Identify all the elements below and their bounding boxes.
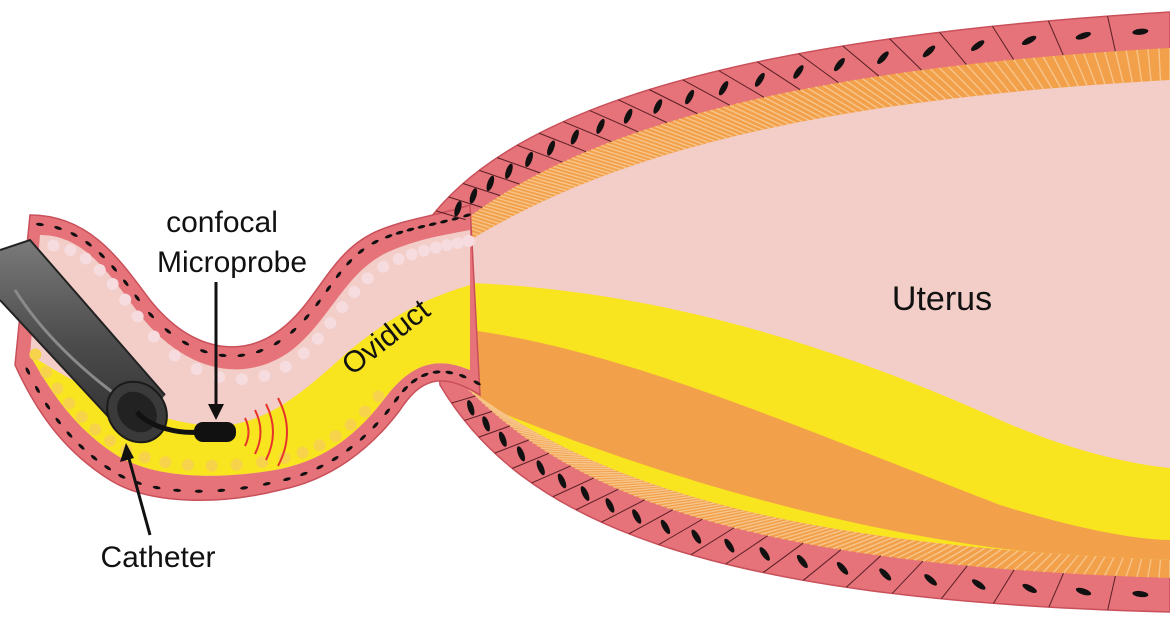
fold xyxy=(29,348,41,360)
fold xyxy=(231,459,243,471)
fold xyxy=(182,459,194,471)
fold xyxy=(330,430,342,442)
fold xyxy=(298,347,310,359)
fold xyxy=(132,310,144,322)
fold xyxy=(63,397,75,409)
label-microprobe: Microprobe xyxy=(157,246,307,279)
fold xyxy=(280,361,292,373)
fold xyxy=(345,419,357,431)
fold xyxy=(372,390,384,402)
fold xyxy=(441,239,453,251)
fold xyxy=(169,350,181,362)
fold xyxy=(348,286,360,298)
fold xyxy=(312,333,324,345)
fold xyxy=(336,301,348,313)
fold xyxy=(393,253,405,265)
label-catheter: Catheter xyxy=(100,541,215,574)
fold xyxy=(297,447,309,459)
fold xyxy=(377,261,389,273)
fold xyxy=(89,423,101,435)
fold xyxy=(314,439,326,451)
fold xyxy=(119,294,131,306)
fold xyxy=(94,264,106,276)
fold xyxy=(324,317,336,329)
fold xyxy=(418,245,430,257)
cilium xyxy=(584,472,621,473)
fold xyxy=(40,366,52,378)
fold xyxy=(362,272,374,284)
fold xyxy=(191,363,203,375)
fold xyxy=(430,242,442,254)
fold xyxy=(80,252,92,264)
fold xyxy=(463,235,475,247)
fold xyxy=(148,331,160,343)
fold xyxy=(359,406,371,418)
cilium xyxy=(562,461,596,462)
fold xyxy=(139,451,151,463)
fold xyxy=(51,382,63,394)
fold xyxy=(206,460,218,472)
fold xyxy=(452,237,464,249)
fold xyxy=(406,248,418,260)
cilium xyxy=(566,463,601,464)
fold xyxy=(107,278,119,290)
fold xyxy=(76,411,88,423)
fold xyxy=(159,456,171,468)
fold xyxy=(258,370,270,382)
fold xyxy=(47,240,59,252)
fold xyxy=(236,373,248,385)
label-uterus: Uterus xyxy=(892,280,992,318)
fold xyxy=(104,435,116,447)
fold xyxy=(64,244,76,256)
label-confocal: confocal xyxy=(166,206,278,239)
